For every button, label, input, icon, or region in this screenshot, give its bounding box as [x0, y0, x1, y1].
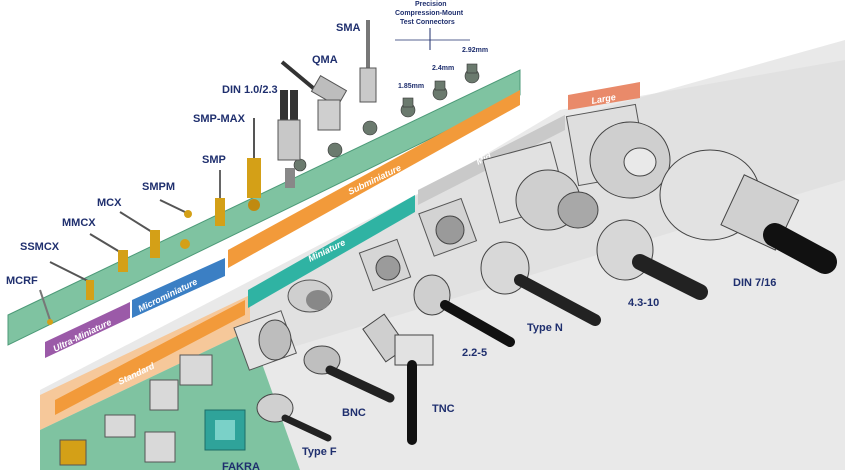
connector-fakra — [204, 409, 246, 451]
connector-mid-flange — [418, 197, 478, 257]
connector-standard-bulkhead — [233, 310, 297, 371]
label-mmcx: MMCX — [62, 217, 96, 229]
connector-standard-smalls — [59, 354, 213, 466]
label-mcx: MCX — [97, 197, 122, 209]
connector-mid-large — [482, 141, 599, 231]
label-mcrf: MCRF — [6, 275, 38, 287]
connector-type-f — [256, 393, 332, 442]
connector-mmcx — [89, 233, 128, 272]
label-din-7-16: DIN 7/16 — [733, 277, 776, 289]
label-fakra: FAKRA — [222, 461, 260, 470]
connector-smpm — [159, 199, 192, 218]
connector-ssmcx — [49, 261, 94, 300]
label-din-1-0-2-3: DIN 1.0/2.3 — [222, 84, 278, 96]
connector-sma — [359, 20, 377, 103]
connector-smp-max — [247, 118, 261, 211]
connector-din-1-0-2-3 — [277, 90, 301, 188]
miniature-strip — [248, 195, 415, 308]
label-bnc: BNC — [342, 407, 366, 419]
title-line2: Compression-Mount — [395, 10, 464, 17]
label-tnc: TNC — [432, 403, 455, 415]
connector-type-n — [480, 241, 601, 326]
standard-strip — [55, 300, 245, 415]
label-smp-max: SMP-MAX — [193, 113, 246, 125]
label-qma: QMA — [312, 54, 338, 66]
category-large: Large — [591, 92, 617, 106]
title-line1: Precision — [415, 1, 447, 8]
label-type-n: Type N — [527, 322, 563, 334]
label-2-2-5: 2.2-5 — [462, 347, 487, 359]
label-sma: SMA — [336, 22, 361, 34]
size-1-85: 1.85mm — [398, 83, 424, 90]
title-line3: Test Connectors — [400, 19, 455, 26]
connector-qma — [280, 60, 348, 131]
label-smpm: SMPM — [142, 181, 175, 193]
connector-mcrf — [39, 289, 53, 325]
connector-tnc — [362, 313, 434, 445]
label-smp: SMP — [202, 154, 226, 166]
microminiature-strip — [132, 258, 225, 318]
label-type-f: Type F — [302, 446, 337, 458]
label-ssmcx: SSMCX — [20, 241, 60, 253]
connector-din-7-16 — [659, 149, 837, 274]
subminiature-strip — [228, 90, 520, 268]
connector-smp — [215, 170, 225, 226]
connector-bnc — [303, 345, 395, 403]
connector-miniature-round — [287, 279, 333, 313]
connector-mcx — [119, 211, 190, 258]
size-2-4: 2.4mm — [432, 65, 454, 72]
large-strip — [568, 82, 640, 110]
connector-4-3-10 — [596, 219, 708, 300]
label-4-3-10: 4.3-10 — [628, 297, 659, 309]
connector-2-2-5 — [413, 274, 515, 347]
test-connectors — [293, 63, 480, 172]
connector-miniature-flange — [358, 238, 412, 292]
connector-large-flange — [565, 103, 671, 199]
size-2-92: 2.92mm — [462, 47, 488, 54]
ultra-miniature-strip — [45, 302, 130, 358]
